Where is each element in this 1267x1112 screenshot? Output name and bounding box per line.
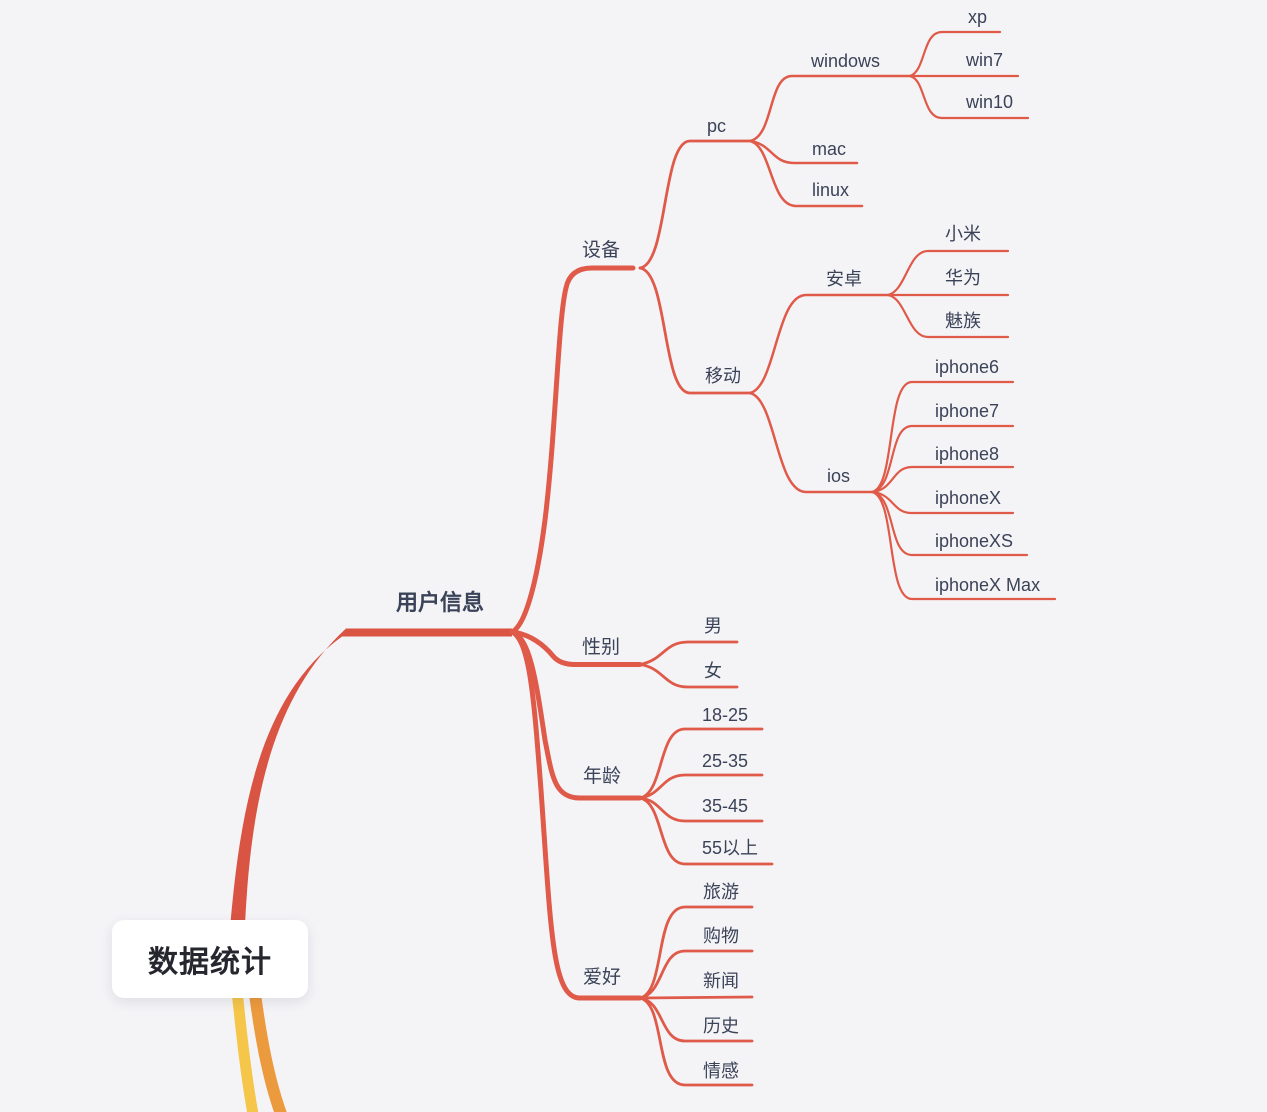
edge-user-info-to-hobby — [509, 629, 643, 1001]
edge-hobby-to-emotion — [638, 996, 754, 1087]
edge-mobile-to-ios — [748, 391, 874, 494]
node-age-18-25[interactable]: 18-25 — [702, 705, 749, 725]
edge-pc-to-windows — [748, 74, 912, 143]
node-iphonex-max[interactable]: iphoneX Max — [935, 575, 1041, 595]
edge-user-info-to-device — [509, 265, 636, 635]
node-xp[interactable]: xp — [968, 7, 988, 27]
node-gender[interactable]: 性别 — [582, 637, 621, 658]
node-age-55plus[interactable]: 55以上 — [702, 838, 759, 858]
node-windows[interactable]: windows — [811, 51, 881, 71]
edge-pc-to-mac — [748, 139, 859, 165]
node-iphone8[interactable]: iphone8 — [935, 444, 1000, 464]
edge-hobby-to-news — [638, 995, 754, 1000]
node-history[interactable]: 历史 — [703, 1016, 739, 1036]
edge-android-to-meizu — [886, 293, 1010, 339]
node-user-info[interactable]: 用户信息 — [396, 590, 485, 615]
edge-user-info-to-gender — [509, 629, 643, 667]
edge-ios-to-iphone6 — [870, 380, 1015, 494]
node-age[interactable]: 年龄 — [583, 766, 622, 787]
node-iphonex[interactable]: iphoneX — [935, 488, 1002, 508]
edge-age-to-35-45 — [638, 796, 764, 823]
root-node-label: 数据统计 — [148, 946, 272, 979]
node-ios[interactable]: ios — [827, 466, 851, 486]
edge-ios-to-iphone8 — [870, 465, 1015, 494]
root-node[interactable]: 数据统计 — [112, 920, 308, 998]
edge-age-to-55plus — [638, 796, 774, 866]
node-iphonexs[interactable]: iphoneXS — [935, 531, 1014, 551]
edge-device-to-mobile — [638, 266, 752, 395]
edge-age-to-25-35 — [638, 773, 764, 800]
edge-ios-to-iphonex-max — [870, 490, 1057, 601]
node-travel[interactable]: 旅游 — [703, 882, 739, 902]
node-xiaomi[interactable]: 小米 — [945, 224, 981, 244]
edge-ios-to-iphone7 — [870, 424, 1015, 494]
node-win7[interactable]: win7 — [966, 50, 1004, 70]
node-meizu[interactable]: 魅族 — [945, 311, 981, 331]
node-linux[interactable]: linux — [812, 180, 850, 200]
edge-mobile-to-android — [748, 293, 890, 395]
node-emotion[interactable]: 情感 — [703, 1061, 739, 1081]
edge-windows-to-xp — [908, 30, 1002, 78]
node-news[interactable]: 新闻 — [703, 971, 739, 991]
node-mac[interactable]: mac — [812, 139, 847, 159]
node-huawei[interactable]: 华为 — [945, 268, 981, 288]
edge-hobby-to-travel — [638, 905, 754, 1000]
node-age-25-35[interactable]: 25-35 — [702, 751, 749, 771]
node-device[interactable]: 设备 — [582, 240, 621, 261]
edge-root-to-user-info — [227, 628, 512, 966]
node-male[interactable]: 男 — [704, 616, 722, 636]
node-hobby[interactable]: 爱好 — [583, 967, 622, 988]
node-android[interactable]: 安卓 — [826, 269, 862, 289]
node-female[interactable]: 女 — [704, 661, 722, 681]
node-iphone6[interactable]: iphone6 — [935, 357, 1000, 377]
node-age-35-45[interactable]: 35-45 — [702, 796, 749, 816]
edge-pc-to-linux — [748, 139, 864, 208]
edge-age-to-18-25 — [638, 727, 764, 800]
node-mobile[interactable]: 移动 — [705, 366, 741, 386]
edge-gender-to-female — [638, 663, 739, 689]
node-pc[interactable]: pc — [707, 116, 727, 136]
node-win10[interactable]: win10 — [966, 92, 1014, 112]
edge-android-to-xiaomi — [886, 249, 1010, 297]
edge-gender-to-male — [638, 640, 739, 666]
edge-device-to-pc — [638, 139, 752, 270]
node-iphone7[interactable]: iphone7 — [935, 401, 1000, 421]
edge-hobby-to-shopping — [638, 949, 754, 1000]
edge-windows-to-win10 — [908, 74, 1030, 120]
node-shopping[interactable]: 购物 — [703, 926, 739, 946]
